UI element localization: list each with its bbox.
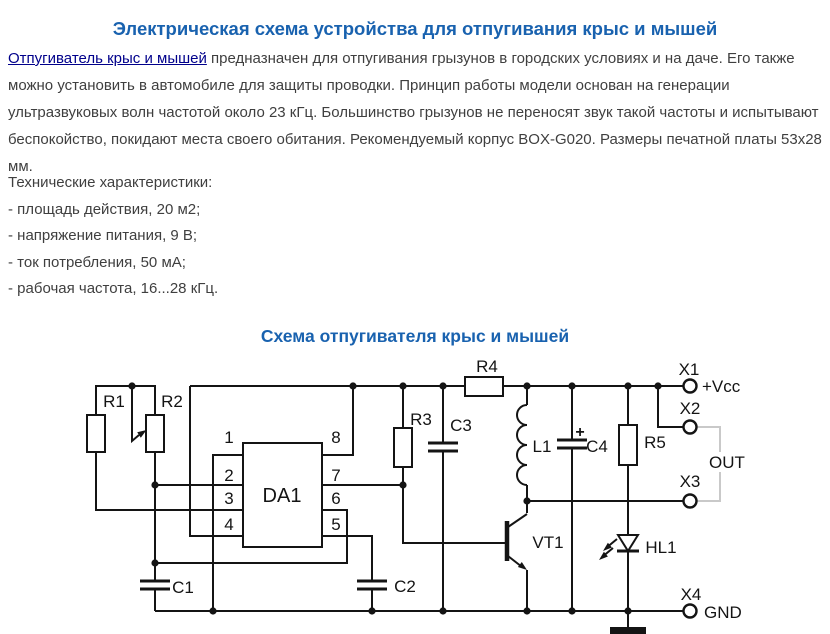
intro-line: мм.: [8, 157, 33, 175]
label-r2: R2: [161, 392, 183, 411]
ic-da1: DA1: [242, 442, 323, 548]
intro-line: Отпугиватель крыс и мышей предназначен д…: [8, 46, 828, 73]
terminal-x4: [682, 603, 698, 619]
pin-label-5: 5: [331, 515, 340, 534]
label-x1: X1: [679, 360, 700, 379]
label-vcc: +Vcc: [702, 377, 741, 396]
page-title: Электрическая схема устройства для отпуг…: [112, 18, 718, 40]
resistor-r5: [618, 424, 638, 466]
pin-label-4: 4: [224, 515, 233, 534]
capacitor-c1: [140, 579, 170, 591]
label-c1: C1: [172, 578, 194, 597]
transistor-vt1: [504, 513, 528, 611]
potentiometer-r2: [145, 414, 165, 453]
pin-label-1: 1: [224, 428, 233, 447]
junction-dots: [128, 382, 662, 615]
intro-line: можно установить в автомобиле для защиты…: [8, 76, 730, 94]
capacitor-c4: [557, 438, 587, 450]
spec-item: - рабочая частота, 16...28 кГц.: [8, 280, 219, 297]
pin-label-6: 6: [331, 489, 340, 508]
schematic-title: Схема отпугивателя крыс и мышей: [260, 325, 570, 346]
pin-label-8: 8: [331, 428, 340, 447]
label-hl1: HL1: [645, 538, 676, 557]
label-x2: X2: [680, 399, 701, 418]
circuit-schematic: DA1: [86, 357, 750, 634]
label-c3: C3: [450, 416, 472, 435]
pin-label-7: 7: [331, 466, 340, 485]
terminal-x1: [682, 378, 698, 394]
resistor-r4: [464, 376, 504, 397]
label-r5: R5: [644, 433, 666, 452]
capacitor-c2: [357, 579, 387, 591]
repeller-link[interactable]: Отпугиватель крыс и мышей: [8, 50, 207, 67]
label-l1: L1: [533, 437, 552, 456]
label-vt1: VT1: [532, 533, 563, 552]
label-r3: R3: [410, 410, 432, 429]
label-gnd: GND: [704, 603, 742, 622]
out-label-backdrop: [704, 452, 750, 472]
spec-item: - напряжение питания, 9 В;: [8, 227, 198, 244]
label-c2: C2: [394, 577, 416, 596]
ground-symbol: [610, 627, 646, 634]
label-c4: C4: [586, 437, 608, 456]
label-x3: X3: [680, 472, 701, 491]
resistor-r1: [86, 414, 106, 453]
led-hl1: [599, 534, 640, 560]
label-r1: R1: [103, 392, 125, 411]
spec-item: - ток потребления, 50 мА;: [8, 253, 186, 271]
intro-line: беспокойство, покидают места своего обит…: [8, 130, 822, 148]
terminal-x3: [682, 493, 698, 509]
spec-item: - площадь действия, 20 м2;: [8, 200, 201, 218]
polarity-plus-sign: +: [575, 424, 584, 441]
resistor-r3: [393, 427, 413, 468]
specs-heading: Технические характеристики:: [8, 174, 213, 191]
capacitor-c3: [428, 441, 458, 453]
out-label: OUT: [709, 453, 745, 472]
ic-label: DA1: [263, 485, 302, 507]
terminal-x2: [682, 419, 698, 435]
circuit-wires: [95, 385, 684, 627]
label-r4: R4: [476, 357, 498, 376]
label-x4: X4: [681, 585, 702, 604]
intro-line: ультразвуковых волн частотой около 23 кГ…: [8, 103, 819, 121]
intro-text: предназначен для отпугивания грызунов в …: [206, 50, 795, 67]
intro-paragraph: Отпугиватель крыс и мышей предназначен д…: [8, 46, 828, 181]
pin-label-3: 3: [224, 489, 233, 508]
pin-label-2: 2: [224, 466, 233, 485]
specs-section: Технические характеристики: - площадь де…: [8, 170, 828, 303]
